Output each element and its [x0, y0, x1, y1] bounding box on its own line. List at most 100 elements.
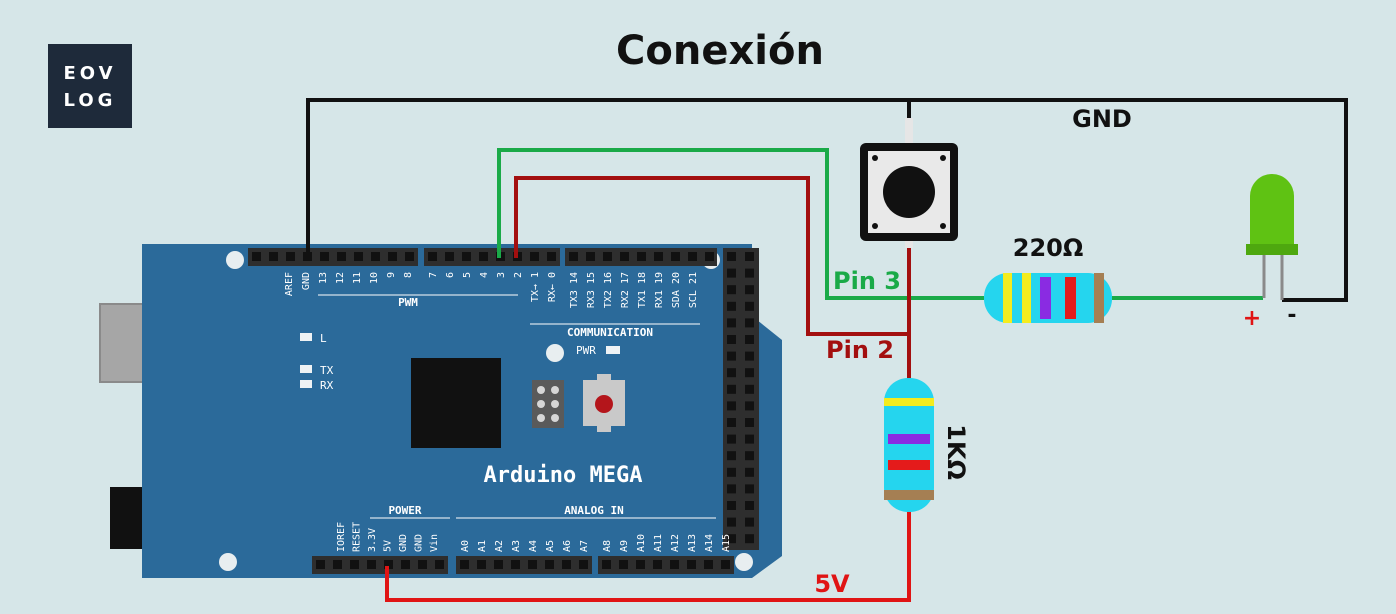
- header-hole: [579, 560, 588, 569]
- button-leg-bottom: [905, 238, 913, 248]
- button-cap: [883, 166, 935, 218]
- pin-label: IOREF: [336, 522, 347, 552]
- pin-label: 6: [445, 272, 456, 278]
- pin-label: A1: [477, 540, 488, 552]
- communication-label: COMMUNICATION: [567, 326, 653, 339]
- pin-label: GND: [398, 534, 409, 552]
- pin-label: 9: [386, 272, 397, 278]
- resistor-220-label: 220Ω: [1013, 234, 1084, 262]
- pin-label: 11: [352, 272, 363, 284]
- resistor-220: [984, 273, 1112, 323]
- led-l-label: L: [320, 332, 327, 345]
- header-hole: [350, 560, 359, 569]
- pin-label: A15: [721, 534, 732, 552]
- pin-label: 2: [513, 272, 524, 278]
- pin-label: 5V: [383, 540, 394, 552]
- header-hole: [460, 560, 469, 569]
- pin-label: A3: [511, 540, 522, 552]
- header-hole: [671, 252, 680, 261]
- header-hole: [337, 252, 346, 261]
- led-rx-label: RX: [320, 379, 334, 392]
- logo-line2: LOG: [64, 90, 117, 111]
- header-hole: [745, 252, 754, 261]
- band-violet: [1040, 277, 1051, 319]
- icsp-pin: [537, 386, 545, 394]
- header-hole: [688, 252, 697, 261]
- header-hole: [727, 467, 736, 477]
- pin-label: RX← 0: [547, 272, 558, 302]
- header-hole: [727, 401, 736, 411]
- header-hole: [727, 335, 736, 344]
- header-hole: [620, 252, 629, 261]
- reset-leg: [597, 374, 611, 380]
- pin-label: A7: [579, 540, 590, 552]
- reset-knob: [595, 395, 613, 413]
- header-bottom-analog1: [456, 556, 592, 574]
- header-hole: [745, 318, 754, 328]
- header-hole: [428, 252, 437, 261]
- header-hole: [745, 451, 754, 461]
- mount-hole: [546, 344, 564, 362]
- wire-5v: [385, 508, 911, 602]
- header-hole: [435, 560, 444, 569]
- header-hole: [511, 560, 520, 569]
- analog-in-label: ANALOG IN: [564, 504, 624, 517]
- pin-label: 3.3V: [367, 528, 378, 552]
- pin-label: AREF: [284, 272, 295, 296]
- header-hole: [727, 484, 736, 494]
- header-hole: [727, 517, 736, 527]
- header-top-mid: [424, 248, 560, 266]
- pin-label: 3: [496, 272, 507, 278]
- microcontroller-chip: [411, 358, 501, 448]
- eovlog-logo: EOV LOG: [48, 44, 132, 128]
- header-hole: [320, 252, 329, 261]
- header-hole: [494, 560, 503, 569]
- header-hole: [745, 351, 754, 361]
- header-hole: [727, 418, 736, 427]
- header-hole: [745, 501, 754, 510]
- wire-gnd: [306, 98, 1348, 302]
- header-hole: [636, 560, 645, 569]
- band-violet: [888, 434, 930, 444]
- button-corner: [872, 155, 878, 161]
- pin-label: 4: [479, 272, 490, 278]
- header-bottom-power: [312, 556, 448, 574]
- pin-label: A11: [653, 534, 664, 552]
- resistor-1k-body: [884, 378, 934, 512]
- header-hole: [603, 252, 612, 261]
- header-hole: [745, 301, 754, 311]
- icsp-pin: [551, 414, 559, 422]
- pin-label: A5: [545, 540, 556, 552]
- band-brown: [884, 490, 934, 500]
- led-l: [300, 333, 312, 341]
- header-hole: [745, 434, 754, 444]
- header-hole: [602, 560, 611, 569]
- header-hole: [670, 560, 679, 569]
- header-hole: [269, 252, 278, 261]
- resistor-1k: [884, 378, 934, 512]
- header-hole: [745, 368, 754, 378]
- wire-pin3: [497, 148, 984, 300]
- header-hole: [745, 285, 754, 295]
- pin-label: 7: [428, 272, 439, 278]
- pin-label: RX2 17: [620, 272, 631, 308]
- header-hole: [405, 252, 414, 261]
- pin-label: 8: [403, 272, 414, 278]
- header-hole: [354, 252, 363, 261]
- pin-label: TX2 16: [603, 272, 614, 308]
- header-hole: [252, 252, 261, 261]
- header-hole: [727, 285, 736, 295]
- header-hole: [388, 252, 397, 261]
- header-hole: [727, 351, 736, 361]
- band-yellow: [1022, 273, 1031, 323]
- header-hole: [286, 252, 295, 261]
- header-hole: [316, 560, 325, 569]
- header-hole: [704, 560, 713, 569]
- pin-label: A10: [636, 534, 647, 552]
- led-tx-label: TX: [320, 364, 334, 377]
